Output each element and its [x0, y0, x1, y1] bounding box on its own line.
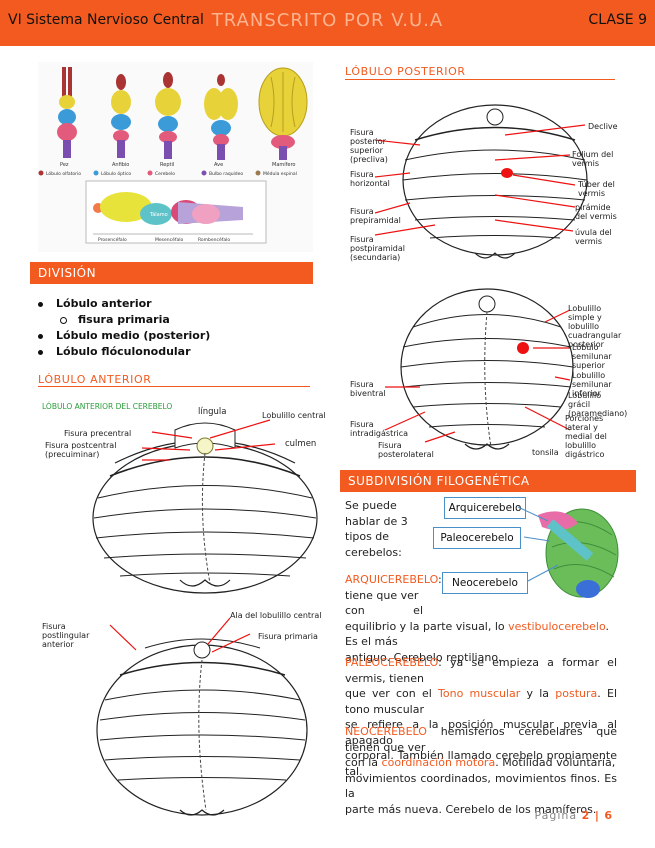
neocerebelo-term: NEOCEREBELO	[345, 725, 427, 738]
label-amphibian: Anfibio	[112, 162, 129, 168]
box-arquicerebelo: Arquicerebelo	[444, 497, 526, 519]
box-paleocerebelo: Paleocerebelo	[433, 527, 521, 549]
label-fisura-posterolateral: Fisura posterolateral	[378, 441, 434, 459]
list-item: Lóbulo medio (posterior)	[38, 328, 210, 344]
label-prosencephalon: Prosencéfalo	[98, 236, 127, 243]
label-fish: Pez	[60, 162, 69, 168]
label-rhombencephalon: Rombencéfalo	[198, 236, 230, 243]
label-lobulillo-simple: Lobulillo simple y lobulillo cuadrangula…	[568, 304, 622, 349]
legend-spinal: Médula espinal	[263, 170, 297, 177]
amphibian-brain	[111, 74, 131, 158]
bullet-icon	[38, 302, 43, 307]
label-fisura-prepiramidal: Fisura prepiramidal	[350, 207, 401, 225]
section-anterior-title: LÓBULO ANTERIOR	[38, 373, 152, 386]
bullet-ring-icon	[60, 317, 67, 324]
label-fisura-biventral: Fisura biventral	[350, 380, 386, 398]
label-fisura-primaria: Fisura primaria	[258, 632, 318, 641]
list-item: Lóbulo flóculonodular	[38, 344, 210, 360]
label-fisura-postpiramidal: Fisura postpiramidal (secundaria)	[350, 235, 405, 262]
label-lobulillo-central: Lobulillo central	[262, 411, 326, 420]
fish-brain	[57, 67, 77, 158]
division-list: Lóbulo anterior fisura primaria Lóbulo m…	[38, 296, 210, 360]
legend-olfactory: Lóbulo olfatorio	[46, 170, 81, 177]
label-lingula: língula	[198, 407, 227, 417]
bullet-icon	[38, 334, 43, 339]
label-reptile: Reptil	[160, 162, 174, 168]
label-fisura-intradigastrica: Fisura intradigástrica	[350, 420, 409, 438]
label-ala-lobulillo-central: Ala del lobulillo central	[230, 611, 322, 620]
paleocerebelo-block: PALEOCEREBELO: ya se empieza a formar el…	[345, 656, 618, 778]
cerebellum-3d-illustration	[517, 506, 619, 598]
anterior-lobe-diagram-bottom	[96, 617, 308, 816]
page-header: VI Sistema Nervioso Central TRANSCRITO P…	[0, 0, 655, 46]
legend-cerebellum: Cerebelo	[155, 171, 175, 177]
anterior-lobe-diagram-top	[92, 419, 318, 594]
page-number: Página 2 | 6	[534, 809, 613, 822]
list-item: Lóbulo anterior	[38, 296, 210, 312]
label-fisura-horizontal: Fisura horizontal	[350, 170, 390, 188]
section-division-title: DIVISIÓN	[38, 266, 97, 280]
bird-brain	[204, 74, 238, 160]
subdivision-intro: Se puede hablar de 3 tipos de cerebelos:	[345, 499, 408, 559]
label-thalamus: Tálamo	[149, 211, 168, 218]
section-subdivision-bar: SUBDIVISIÓN FILOGENÉTICA	[340, 470, 636, 492]
section-subdivision-title: SUBDIVISIÓN FILOGENÉTICA	[348, 474, 530, 488]
label-fisura-postlingular: Fisura postlingular anterior	[42, 622, 90, 649]
arquicerebelo-term: ARQUICEREBELO	[345, 573, 439, 586]
label-lobulillo-semilunar-inferior: Lobulillo semilunar inferior	[572, 371, 612, 398]
label-tonsila: tonsila	[532, 448, 559, 457]
posterior-lobe-diagram-1	[374, 104, 588, 259]
header-transcriber: TRANSCRITO POR V.U.A	[211, 10, 444, 31]
coordinacion-motora-term: coordinación motora	[381, 756, 496, 769]
neocerebelo-block: NEOCEREBELO hemisferios cerebelares que …	[345, 725, 618, 816]
label-porciones-digastrico: Porciones lateral y medial del lobulillo…	[565, 414, 607, 459]
label-folium: Folium del vermis	[572, 150, 614, 168]
posterior-lobe-diagram-2	[384, 288, 574, 450]
reptile-brain	[155, 72, 181, 159]
section-anterior-rule	[38, 386, 310, 387]
anterior-figure-title: LÓBULO ANTERIOR DEL CEREBELO	[42, 402, 173, 411]
mammal-brain	[258, 67, 308, 160]
label-uvula: úvula del vermis	[575, 228, 612, 246]
label-mesencephalon: Mesencéfalo	[155, 236, 183, 243]
label-fisura-postcentral: Fisura postcentral (precuiminar)	[45, 441, 117, 459]
list-item: fisura primaria	[38, 312, 210, 328]
header-course: VI Sistema Nervioso Central	[8, 12, 204, 28]
label-fisura-precentral: Fisura precentral	[64, 429, 132, 438]
vestibulocerebelo-term: vestibulocerebelo	[508, 619, 606, 633]
legend-medulla: Bulbo raquídeo	[209, 170, 243, 177]
label-bird: Ave	[214, 162, 223, 168]
tono-muscular-term: Tono muscular	[438, 687, 521, 700]
label-culmen: culmen	[285, 439, 317, 449]
section-division-bar: DIVISIÓN	[30, 262, 313, 284]
label-fisura-posterior-superior: Fisura posterior superior (precliva)	[350, 128, 388, 164]
label-tuber: Túber del vermis	[578, 180, 615, 198]
legend-optic: Lóbulo óptico	[101, 170, 131, 177]
section-posterior-rule	[345, 79, 615, 80]
label-declive: Declive	[588, 122, 618, 131]
label-lobulo-semilunar-superior: Lóbulo semilunar superior	[572, 343, 612, 370]
label-piramide: pirámide del vermis	[575, 203, 617, 221]
postura-term: postura	[555, 687, 598, 700]
paleocerebelo-term: PALEOCEREBELO	[345, 656, 439, 669]
brain-evolution-figure: Pez Anfibio Reptil Ave Mamífero Lóbulo o…	[38, 62, 313, 252]
brain-lateral-diagram: Tálamo Prosencéfalo Mesencéfalo Rombencé…	[93, 192, 253, 243]
header-class: CLASE 9	[588, 12, 647, 28]
box-neocerebelo: Neocerebelo	[442, 572, 528, 594]
label-mammal: Mamífero	[272, 161, 295, 168]
section-posterior-title: LÓBULO POSTERIOR	[345, 65, 466, 78]
label-lobulillo-gracil: Lobulillo grácil (paramediano)	[568, 391, 628, 418]
bullet-icon	[38, 350, 43, 355]
